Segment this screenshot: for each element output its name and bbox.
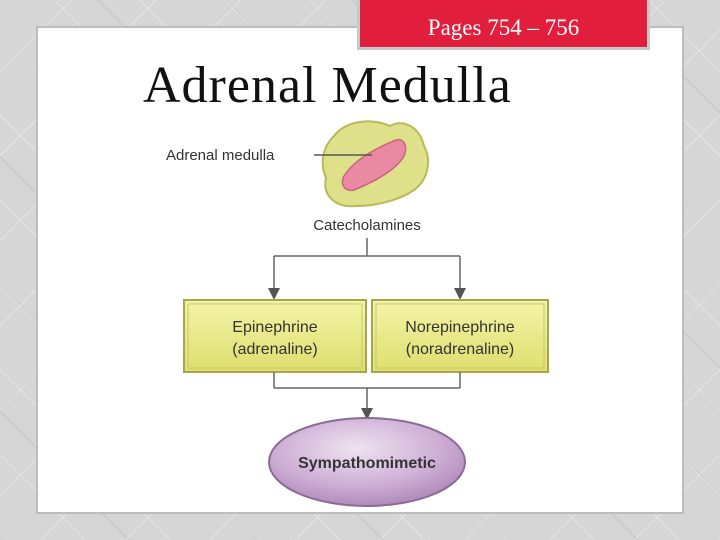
slide-title: Adrenal Medulla <box>143 57 512 114</box>
noradrenaline-label: (noradrenaline) <box>406 341 515 358</box>
epinephrine-box: Epinephrine (adrenaline) <box>183 299 367 373</box>
effect-label: Sympathomimetic <box>298 455 436 472</box>
adrenal-medulla-shape <box>341 138 407 192</box>
pages-label: Pages 754 – 756 <box>427 15 580 40</box>
sympathomimetic-ellipse: Sympathomimetic <box>268 417 466 507</box>
split-connector <box>268 238 466 300</box>
adrenal-gland-illustration <box>321 120 430 208</box>
hormone-group-label: Catecholamines <box>313 217 421 234</box>
norepinephrine-label: Norepinephrine <box>405 319 515 336</box>
norepinephrine-box: Norepinephrine (noradrenaline) <box>371 299 549 373</box>
pages-tab: Pages 754 – 756 <box>357 0 650 50</box>
epinephrine-label: Epinephrine <box>232 319 318 336</box>
organ-label: Adrenal medulla <box>166 147 275 164</box>
merge-connector <box>273 372 461 420</box>
adrenaline-label: (adrenaline) <box>232 341 317 358</box>
